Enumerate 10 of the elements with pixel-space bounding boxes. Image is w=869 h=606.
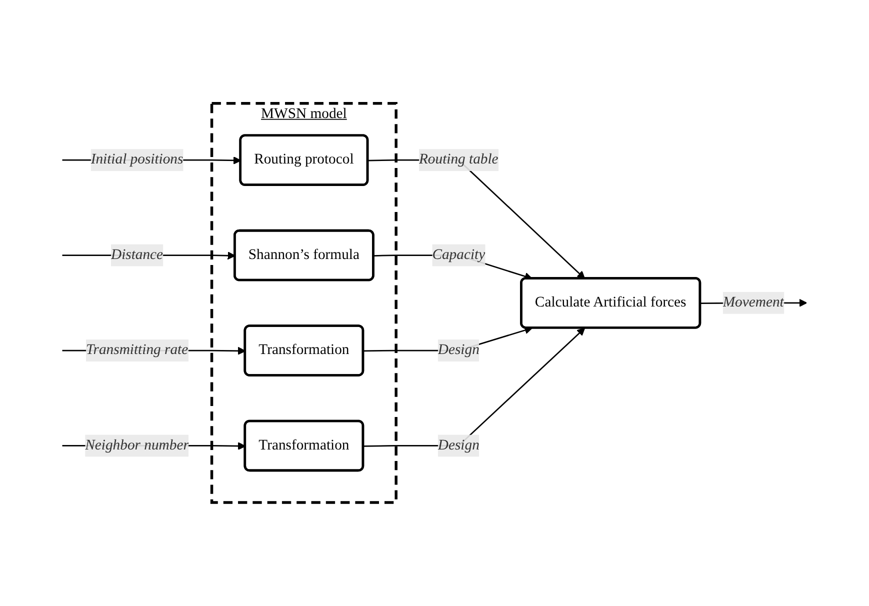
edge-label: Design xyxy=(438,342,480,358)
edge-label: Transmitting rate xyxy=(86,342,188,358)
arrow xyxy=(363,328,586,447)
edge-label: Initial positions xyxy=(90,152,184,168)
edge-label: Capacity xyxy=(432,247,486,263)
edge-label: Routing table xyxy=(418,152,498,168)
edge-label: Distance xyxy=(110,247,164,263)
edge-label: Movement xyxy=(722,294,784,310)
edge-label: Design xyxy=(438,438,480,454)
edge-label: Neighbor number xyxy=(85,438,189,454)
